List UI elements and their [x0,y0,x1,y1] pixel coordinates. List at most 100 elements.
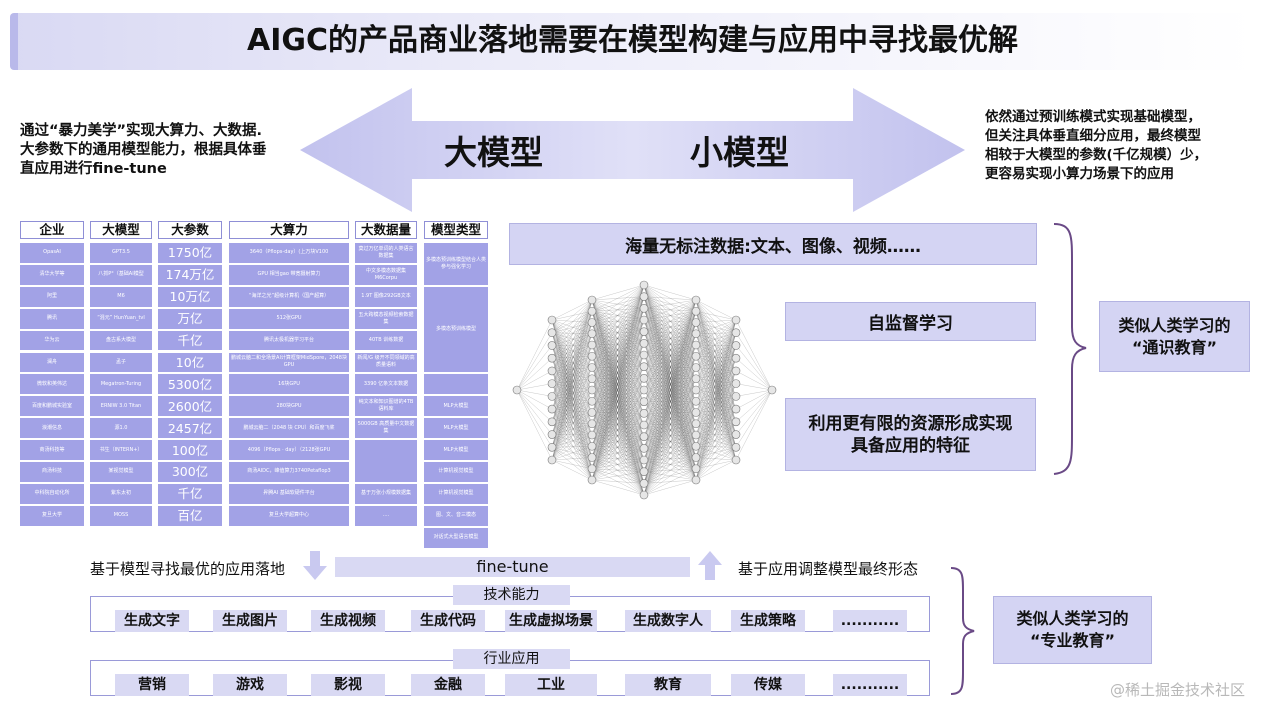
table-cell-model-type: 计算机视觉模型 [424,462,488,482]
network-node [587,430,597,440]
tech-capability-item: 生成视频 [311,610,385,632]
table-cell-company: 微软和英伟达 [20,374,84,395]
table-cell-model: 紫东太初 [90,483,152,504]
network-node [512,385,522,395]
table-cell-compute: 昇腾AI 基础软硬件平台 [229,483,349,504]
tech-capability-item: 生成代码 [411,610,485,632]
network-node [691,464,701,474]
table-cell-params: 10亿 [158,352,222,373]
network-node [639,490,649,500]
network-node [691,329,701,339]
table-cell-compute: 商汤AIDC，峰值算力3740Petaflop3 [229,462,349,482]
large-model-label: 大模型 [444,133,543,172]
large-model-description-line: 通过“暴力美学”实现大算力、大数据. [20,123,263,139]
network-node [691,441,701,451]
limited-resources-line: 利用更有限的资源形成实现 [808,413,1013,434]
network-node [547,455,557,465]
network-node [587,306,597,316]
watermark: @稀土掘金技术社区 [1109,681,1245,699]
network-node [587,385,597,395]
network-node [547,392,557,401]
network-node [731,430,741,439]
table-cell-params: 300亿 [158,462,222,482]
table-cell-model-type [424,374,488,395]
network-node [731,366,741,376]
professional-education-line: 类似人类学习的 [1016,609,1129,628]
table-cell-model: “混元” HunYuan_tvl [90,308,152,329]
network-node [639,409,649,418]
network-node [691,408,701,417]
network-node [691,363,701,372]
table-cell-data: 五大跨模态视频检索数据集 [355,308,417,329]
limited-resources-line: 具备应用的特征 [851,435,970,456]
table-cell-data: 1.9T 图像292GB文本 [355,286,417,307]
network-node [691,385,701,395]
table-cell-compute: 复旦大学超算中心 [229,505,349,526]
col-header-compute: 大算力 [229,221,349,239]
network-node [731,353,741,363]
table-cell-company: 复旦大学 [20,505,84,526]
network-node [639,280,649,290]
network-node [691,340,701,350]
table-cell-compute: 3640（Pflops-day）(上万块V100 [229,243,349,263]
network-node [547,379,557,388]
table-cell-data: 纯文本和知识图谱的4TB语料库 [355,396,417,417]
table-cell-model-type: 多模态预训练模型结合人类参与强化学习 [424,243,488,285]
table-cell-params: 万亿 [158,308,222,329]
table-cell-params: 10万亿 [158,286,222,307]
network-node [639,350,649,360]
table-cell-model-type: 计算机视觉模型 [424,483,488,504]
table-cell-data: 40TB 训练数据 [355,330,417,351]
network-node [639,455,649,465]
table-cell-data [355,440,417,482]
table-cell-model: ERNIW 3.0 Titan [90,396,152,417]
table-cell-model-type: 图、文、音三模态 [424,505,488,526]
industry-application-item: 游戏 [213,674,287,696]
network-node [587,453,597,462]
self-supervised-learning-box: 自监督学习 [785,302,1036,341]
network-node [639,444,649,453]
network-node [587,351,597,361]
network-node [691,374,701,384]
table-cell-params: 千亿 [158,330,222,351]
table-cell-model: 盘古系大模型 [90,330,152,351]
col-header-data: 大数据量 [355,221,417,239]
network-node [587,329,597,339]
table-cell-compute: “海洋之光”超级计算机（国产超算） [229,286,349,307]
network-node [731,379,741,388]
network-node [691,318,701,327]
tech-capability-item: 生成策略 [731,610,805,632]
fine-tune-bar: fine-tune [335,557,690,577]
model-to-application-caption: 基于模型寻找最优的应用落地 [90,560,286,578]
network-node [639,292,649,301]
up-arrow-icon [698,551,722,580]
network-node [547,328,557,338]
neural-network-illustration [512,280,777,500]
industry-application-item: 工业 [505,674,597,696]
table-cell-params: 百亿 [158,505,222,526]
network-node [691,295,701,305]
table-cell-model: 八抓P°（基础AI模型 [90,264,152,285]
table-cell-model: 孟子 [90,352,152,373]
page-title: AIGC的产品商业落地需要在模型构建与应用中寻找最优解 [246,23,1019,58]
table-cell-company: 阿里 [20,286,84,307]
table-cell-data: 中文多模态数据集 M6Corpu [355,264,417,285]
table-cell-params: 千亿 [158,483,222,504]
table-cell-model: 源1.0 [90,418,152,439]
network-node [731,442,741,452]
table-cell-model: MOSS [90,505,152,526]
table-cell-model-type: 多模态预训练模型 [424,286,488,373]
down-arrow-icon [303,551,327,580]
industry-application-label: 行业应用 [453,649,570,669]
network-node [547,404,557,414]
table-cell-data: 莫过万亿单词的人类语言数据集 [355,243,417,263]
table-cell-compute: 16块GPU [229,374,349,395]
professional-education-line: “专业教育” [1029,631,1116,650]
table-cell-compute: 鹏城云脑二和全场景AI计算框架MidSpore，2048块 GPU [229,352,349,373]
network-node [639,362,649,371]
network-node [639,479,649,488]
industry-application-item: ........... [833,674,907,696]
table-cell-model-type: MLP大模型 [424,418,488,439]
large-model-description-line: 大参数下的通用模型能力，根据具体垂 [20,142,267,158]
table-cell-company: 商汤科技 [20,462,84,482]
